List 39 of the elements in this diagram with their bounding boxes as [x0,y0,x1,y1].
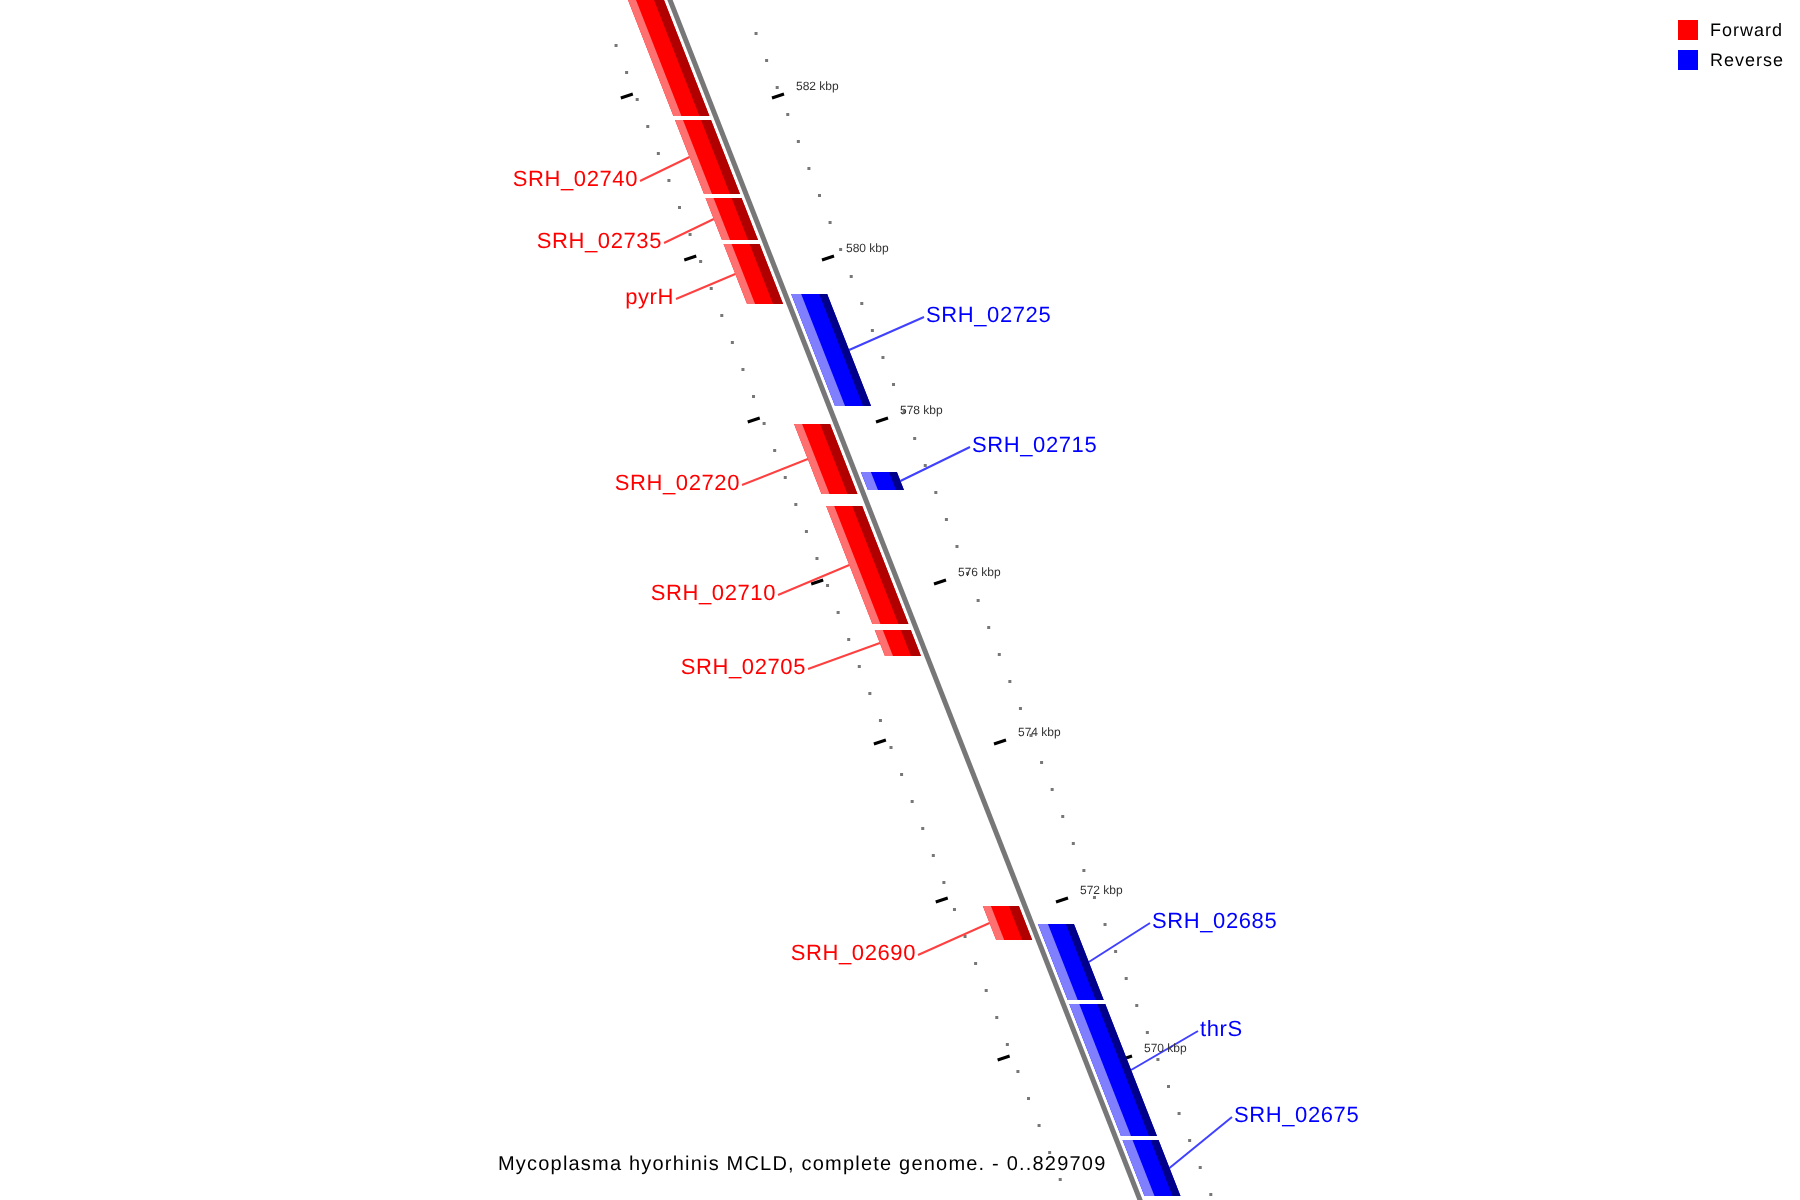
leader-line [639,156,691,182]
leader-line [741,458,809,486]
gene-bar [826,506,909,624]
gene-bar [982,906,1033,940]
gene-label: SRH_02705 [680,656,806,682]
gene-label: SRH_02725 [926,304,1052,330]
gene-bar [705,198,758,240]
gene-label: SRH_02715 [972,434,1098,460]
gene-label: thrS [1200,1018,1243,1044]
leader-line [663,218,715,244]
gene-label: pyrH [625,286,674,312]
gene-label: SRH_02675 [1234,1104,1360,1130]
leader-line [807,642,881,670]
gene-bar [624,0,710,116]
leader-line [1130,1030,1199,1071]
gene-label: SRH_02720 [614,472,740,498]
gene-bar [675,120,740,194]
gene-label: SRH_02690 [790,942,916,968]
gene-bar [794,424,858,494]
gene-bar [1037,924,1104,1000]
leader-line [848,316,925,351]
gene-label: SRH_02740 [512,168,638,194]
leader-line [1168,1116,1233,1169]
leader-line [675,273,737,300]
gene-bar [874,630,921,656]
legend-label: Reverse [1710,50,1785,72]
leader-line [1087,922,1151,963]
gene-bar [1122,1140,1181,1196]
leader-line [777,564,851,596]
gene-label: SRH_02685 [1152,910,1278,936]
gene-bar [791,294,872,406]
gene-label: SRH_02735 [536,230,662,256]
leader-line [899,446,971,482]
gene-bar [723,244,784,304]
legend-label: Forward [1710,20,1784,42]
gene-label: SRH_02710 [650,582,776,608]
leader-line [917,922,991,956]
gene-bar [860,472,904,490]
caption: Mycoplasma hyorhinis MCLD, complete genome. - 0..829709 [498,1154,1107,1178]
